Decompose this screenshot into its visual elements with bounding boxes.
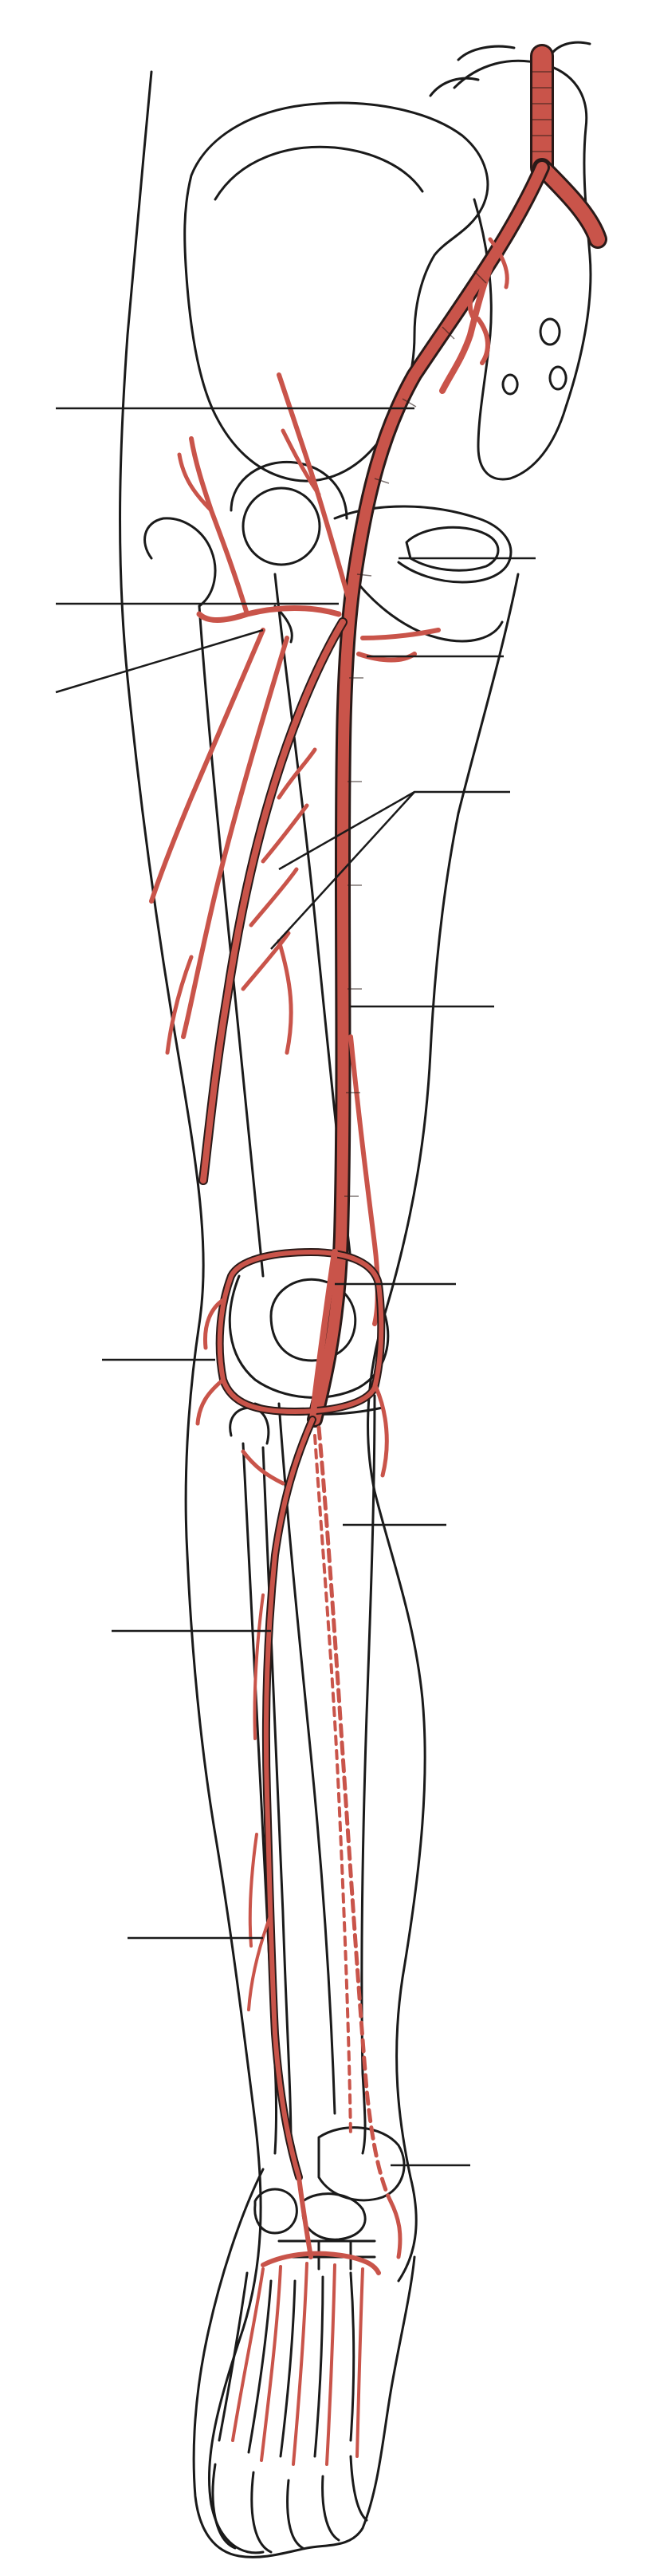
- popliteal-through-knee: [309, 1249, 338, 1423]
- metatarsal-5: [218, 2271, 249, 2442]
- genicular-medial-inferior: [374, 1385, 389, 1478]
- toe-outline-5: [349, 2455, 368, 2522]
- internal-iliac-branch-3: [488, 237, 509, 290]
- fibula-shaft-inner: [261, 1446, 293, 2147]
- leader-line-6: [278, 790, 510, 871]
- medial-tarsal: [388, 2199, 403, 2259]
- tibia-medial: [360, 1394, 376, 2155]
- toe-outline-4: [321, 2475, 340, 2542]
- pubic-bone: [333, 505, 513, 584]
- iliac-wing-inner: [214, 145, 424, 201]
- leader-line-4: [55, 628, 264, 694]
- sacrum-foramen-3: [501, 373, 519, 396]
- arteries: [149, 44, 607, 2466]
- body-outline: [119, 70, 520, 2558]
- internal-iliac-branch-1: [467, 277, 485, 321]
- anterior-recurrent: [241, 1449, 285, 1486]
- cuboid: [253, 2188, 298, 2235]
- genicular-lateral-superior: [202, 1298, 226, 1350]
- sacrum-foramen-2: [548, 365, 567, 391]
- dorsal-metatarsal-5: [231, 2267, 265, 2442]
- fibular-twig-1: [253, 1593, 265, 1740]
- anterior-tibial: [263, 1417, 315, 2180]
- tibia-lateral: [277, 1402, 336, 2115]
- talus: [317, 2126, 406, 2202]
- internal-iliac: [439, 236, 505, 394]
- lateral-descending-twig: [165, 955, 194, 1055]
- superficial-circumflex-twig: [281, 428, 321, 497]
- sacrum: [453, 59, 592, 481]
- sacrum-foramen-1: [539, 317, 561, 346]
- lateral-circumflex-ascending-twig: [177, 452, 214, 513]
- femoral-head: [242, 486, 321, 566]
- arcuate-artery: [261, 2251, 381, 2275]
- peroneal-dashed: [313, 1434, 352, 2139]
- metatarsal-3: [279, 2279, 297, 2458]
- superficial-circumflex-iliac: [277, 372, 353, 609]
- body-outline-left: [119, 70, 265, 2554]
- toe-outline-3: [286, 2479, 304, 2550]
- navicular: [301, 2192, 367, 2241]
- dorsal-metatarsal-4: [260, 2265, 282, 2462]
- toe-outline-2: [250, 2471, 273, 2554]
- muscular-branch-shin: [247, 1912, 273, 2011]
- lateral-circumflex-ascending: [189, 436, 249, 616]
- ischium: [349, 573, 504, 643]
- lateral-descending: [149, 628, 265, 904]
- foot-outline: [192, 2168, 416, 2558]
- perforating-3: [249, 867, 299, 928]
- dorsal-metatarsal-3: [292, 2262, 308, 2466]
- posterior-tibial: [316, 1425, 393, 2204]
- leader-line-6b: [270, 791, 415, 950]
- metatarsal-1: [349, 2271, 355, 2442]
- patella: [269, 1278, 357, 1362]
- perforating-2: [261, 803, 309, 864]
- perforating-1: [277, 747, 317, 800]
- artery-hatching: [344, 71, 552, 1197]
- main-trunk: [309, 162, 548, 1425]
- metatarsal-4: [247, 2279, 273, 2454]
- perforating-5: [277, 939, 293, 1055]
- dorsal-metatarsal-2: [325, 2263, 336, 2466]
- fibular-twig-2: [248, 1833, 258, 1948]
- dorsalis-pedis: [297, 2175, 313, 2259]
- cuneiforms: [277, 2239, 376, 2271]
- dorsal-metatarsal-1: [355, 2267, 364, 2458]
- body-outline-right: [367, 573, 520, 2283]
- iliac-wing: [183, 101, 489, 483]
- obturator-foramen: [405, 526, 500, 572]
- right-common-iliac-stub-fill: [535, 160, 605, 246]
- metatarsal-2: [313, 2275, 324, 2458]
- fibula-shaft: [242, 1442, 278, 2155]
- lateral-circumflex: [196, 605, 342, 623]
- acetabulum-rim: [230, 460, 348, 520]
- lateral-descending-long: [181, 636, 289, 1039]
- toe-outline-1: [211, 2463, 237, 2550]
- genicular-lateral-inferior: [195, 1377, 226, 1426]
- femoral-condyles: [228, 1274, 390, 1399]
- perforating-4: [241, 931, 291, 991]
- greater-trochanter: [143, 517, 217, 608]
- internal-iliac-branch-2: [476, 317, 490, 365]
- hatch-trunk: [344, 270, 487, 1197]
- leader-lines: [55, 407, 536, 2167]
- hatch-aorta: [532, 71, 552, 152]
- deep-femoral: [200, 619, 346, 1184]
- external-pudendal: [360, 628, 441, 640]
